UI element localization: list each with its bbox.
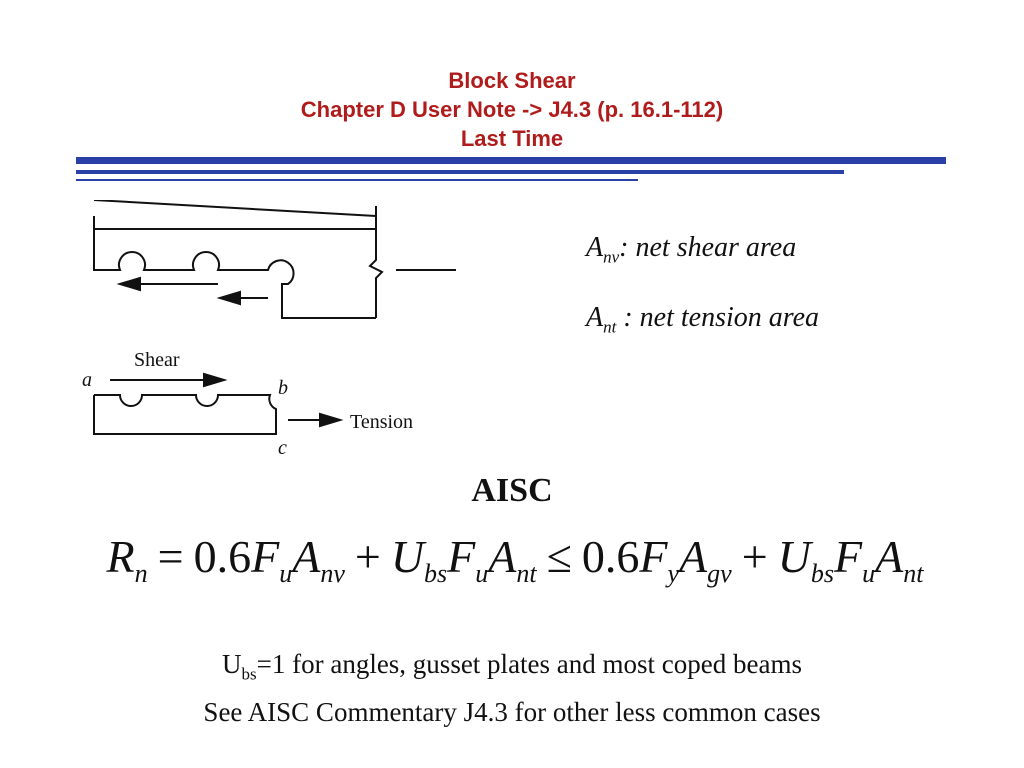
fu-2-sub: u bbox=[475, 559, 489, 588]
rn-sub: n bbox=[134, 559, 148, 588]
block-shear-diagram: Shear Tension a b c bbox=[82, 200, 456, 459]
arrowhead-left-1 bbox=[116, 276, 141, 292]
block-outline bbox=[93, 229, 376, 319]
note-line-1: Ubs=1 for angles, gusset plates and most… bbox=[0, 645, 1024, 693]
lower-arrows bbox=[110, 372, 344, 428]
fy-sub: y bbox=[667, 559, 680, 588]
anv-text: : net shear area bbox=[619, 232, 797, 263]
ubs-sub: bs bbox=[241, 664, 257, 684]
anv-definition: Anv: net shear area bbox=[586, 232, 796, 268]
u-bs-2: U bbox=[777, 531, 811, 582]
ant-definition: Ant : net tension area bbox=[586, 302, 819, 338]
plus-2: + bbox=[741, 531, 768, 582]
title-line-1: Block Shear bbox=[448, 68, 576, 93]
u-bs-1: U bbox=[390, 531, 425, 582]
fu-3: F bbox=[834, 531, 863, 582]
plate-top-edge bbox=[93, 200, 377, 217]
coef-1: 0.6 bbox=[193, 531, 252, 582]
a-nt-1-sub: nt bbox=[516, 559, 537, 588]
fu-3-sub: u bbox=[862, 559, 876, 588]
a-gv: A bbox=[679, 531, 708, 582]
a-nv: A bbox=[292, 531, 321, 582]
coef-2: 0.6 bbox=[581, 531, 640, 582]
anv-subscript: nv bbox=[603, 247, 620, 267]
title-line-3: Last Time bbox=[460, 126, 564, 151]
point-a-label: a bbox=[82, 369, 92, 391]
notes: Ubs=1 for angles, gusset plates and most… bbox=[0, 645, 1024, 731]
a-nt-2-sub: nt bbox=[903, 559, 924, 588]
aisc-heading: AISC bbox=[471, 472, 553, 509]
header-rule-thin bbox=[76, 179, 638, 181]
tension-label: Tension bbox=[350, 411, 413, 433]
ant-subscript: nt bbox=[603, 317, 617, 337]
anv-symbol: A bbox=[586, 232, 604, 263]
shear-label: Shear bbox=[134, 349, 180, 371]
u-bs-2-sub: bs bbox=[810, 559, 834, 588]
note-line-2: See AISC Commentary J4.3 for other less … bbox=[203, 697, 821, 728]
leq-sign: ≤ bbox=[546, 531, 572, 582]
header-rule-thick bbox=[76, 157, 946, 164]
ant-symbol: A bbox=[586, 302, 604, 333]
block-figure bbox=[93, 394, 277, 435]
point-c-label: c bbox=[278, 437, 287, 459]
plus-1: + bbox=[354, 531, 381, 582]
fy: F bbox=[639, 531, 668, 582]
shear-arrowhead bbox=[203, 372, 228, 388]
block-shear-formula: Rn=0.6FuAnv+UbsFuAnt≤0.6FyAgv+UbsFuAnt bbox=[60, 530, 970, 589]
a-nt-2: A bbox=[875, 531, 904, 582]
arrowhead-left-2 bbox=[216, 290, 241, 306]
header-rule-mid bbox=[76, 170, 844, 174]
fu-2: F bbox=[447, 531, 476, 582]
equals-sign: = bbox=[157, 531, 184, 582]
connection-figure bbox=[93, 200, 384, 319]
slide-title: Block Shear Chapter D User Note -> J4.3 … bbox=[0, 66, 1024, 153]
a-gv-sub: gv bbox=[707, 559, 732, 588]
break-line bbox=[368, 206, 384, 318]
block-lower-outline bbox=[93, 394, 277, 435]
ubs-symbol: U bbox=[222, 649, 242, 679]
a-nv-sub: nv bbox=[320, 559, 345, 588]
upper-arrows bbox=[116, 269, 456, 306]
tension-arrowhead bbox=[319, 412, 344, 428]
ant-text: : net tension area bbox=[616, 302, 820, 333]
a-nt-1: A bbox=[488, 531, 517, 582]
u-bs-1-sub: bs bbox=[424, 559, 448, 588]
point-b-label: b bbox=[278, 377, 288, 399]
note-line-1-text: =1 for angles, gusset plates and most co… bbox=[256, 649, 802, 679]
fu-1: F bbox=[251, 531, 280, 582]
fu-1-sub: u bbox=[279, 559, 293, 588]
rn-symbol: R bbox=[106, 531, 135, 582]
title-line-2: Chapter D User Note -> J4.3 (p. 16.1-112… bbox=[300, 97, 724, 122]
